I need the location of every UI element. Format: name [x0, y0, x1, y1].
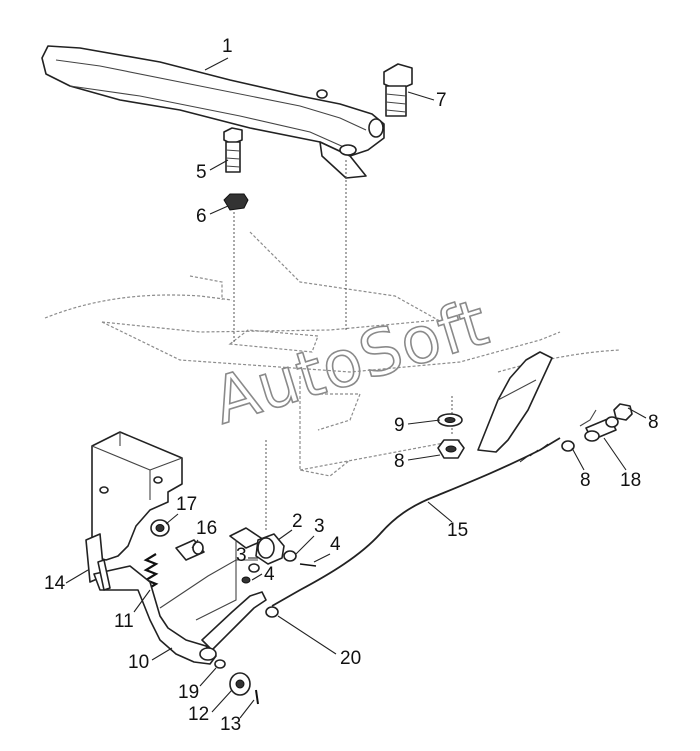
callout-number-c7: 7	[436, 90, 447, 111]
part-8-nut-center	[437, 439, 465, 459]
callout-number-c18: 18	[620, 470, 641, 491]
part-5-bolt	[223, 127, 243, 173]
assembly-guide-lines	[233, 160, 453, 530]
callout-number-c11: 11	[114, 611, 134, 632]
callout-number-c1: 1	[222, 36, 233, 57]
part-10-pedal-lever	[93, 527, 267, 665]
callout-number-c9: 9	[394, 415, 405, 436]
part-11-spring	[143, 553, 159, 591]
part-9-washer	[437, 413, 463, 427]
callout-number-c12: 12	[188, 704, 209, 725]
callout-number-c19: 19	[178, 682, 199, 703]
callout-leader-c20	[277, 615, 337, 655]
callout-number-c20: 20	[340, 648, 361, 669]
callout-number-c17: 17	[176, 494, 197, 515]
callout-leader-c9	[407, 419, 441, 425]
callout-leader-c8a	[407, 454, 441, 461]
part-19-washer	[214, 659, 226, 669]
callout-leader-c10	[151, 647, 173, 661]
callout-number-c14: 14	[44, 573, 66, 594]
callout-leader-c7	[407, 91, 435, 101]
callout-leader-c13	[239, 699, 255, 719]
callout-number-c16: 16	[196, 518, 217, 539]
callout-leader-c8c	[571, 447, 585, 471]
callout-leader-c2	[277, 529, 293, 541]
accelerator-pedal	[477, 351, 553, 453]
callout-leader-c3a	[295, 535, 315, 555]
callout-leader-c17	[165, 513, 179, 525]
callout-number-c8a: 8	[394, 451, 405, 472]
part-16-bolt	[175, 539, 205, 561]
callout-number-c3b: 3	[236, 545, 247, 566]
callout-leader-c4b	[251, 573, 263, 581]
vehicle-floor-outline	[44, 231, 621, 477]
part-13-pin	[255, 689, 259, 705]
part-2-pivot-bushing	[255, 533, 285, 565]
callout-leader-c8b	[627, 407, 647, 419]
callout-number-c5: 5	[196, 162, 207, 183]
part-18-cable-end	[579, 409, 619, 442]
part-14-mount-bracket	[85, 431, 183, 583]
callout-number-c4a: 4	[330, 534, 341, 555]
callout-leader-c6	[209, 205, 229, 215]
part-6-nut	[223, 193, 249, 211]
callout-number-c2: 2	[292, 511, 303, 532]
callout-leader-c18	[603, 437, 627, 471]
part-4-pin-right	[299, 563, 317, 567]
callout-number-c4b: 4	[264, 564, 275, 585]
part-15-cable	[271, 437, 561, 607]
callout-leader-c1	[204, 57, 229, 71]
part-3-washer-right	[283, 550, 297, 562]
part-4-pin-left	[241, 576, 251, 584]
part-3-washer-left	[248, 563, 260, 573]
callout-number-c10: 10	[128, 652, 149, 673]
callout-number-c8c: 8	[580, 470, 591, 491]
callout-number-c6: 6	[196, 206, 207, 227]
part-7-bolt	[383, 63, 413, 117]
callout-leader-c4a	[313, 553, 331, 563]
callout-number-c13: 13	[220, 714, 241, 735]
part-8-nut-right-lower	[561, 440, 575, 452]
callout-number-c8b: 8	[648, 412, 659, 433]
callout-leader-c15	[427, 501, 453, 523]
callout-number-c3a: 3	[314, 516, 325, 537]
part-12-pedal-pad	[229, 672, 251, 696]
callout-leader-c5	[209, 159, 229, 171]
part-8-nut-right-upper	[613, 403, 633, 421]
callout-leader-c12	[211, 689, 233, 713]
callout-leader-c11	[133, 589, 151, 613]
callout-leader-c16	[191, 539, 199, 549]
part-1-upper-bracket	[41, 45, 385, 179]
callout-leader-c14	[65, 569, 89, 584]
callout-number-c15: 15	[447, 520, 468, 541]
part-20-clip	[265, 606, 279, 618]
part-17-washer	[150, 519, 170, 537]
callout-leader-c19	[199, 667, 217, 687]
